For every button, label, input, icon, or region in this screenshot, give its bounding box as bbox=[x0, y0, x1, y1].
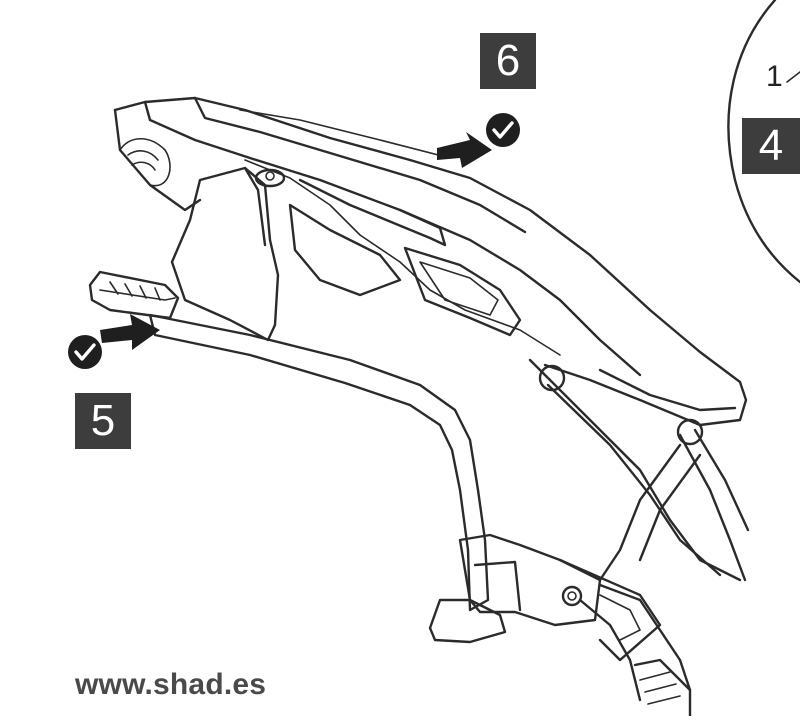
check-circle-icon-5 bbox=[68, 335, 102, 369]
tail-fairing bbox=[113, 96, 748, 427]
step-number-4: 4 bbox=[742, 118, 800, 174]
pannier-rail bbox=[88, 270, 602, 644]
check-circle-icon-6 bbox=[486, 113, 520, 147]
step-number-6: 6 bbox=[480, 33, 536, 89]
motorcycle-frame bbox=[528, 358, 750, 718]
detail-circle bbox=[727, 0, 800, 284]
upper-mount-bracket bbox=[170, 166, 286, 342]
website-url: www.shad.es bbox=[75, 668, 267, 701]
detail-leader-line bbox=[786, 71, 800, 83]
push-arrow-icon-6 bbox=[437, 132, 492, 168]
push-arrow-icon-5 bbox=[100, 314, 160, 350]
step-number-5: 5 bbox=[75, 393, 131, 449]
detail-part-label-1: 1 bbox=[766, 60, 783, 93]
